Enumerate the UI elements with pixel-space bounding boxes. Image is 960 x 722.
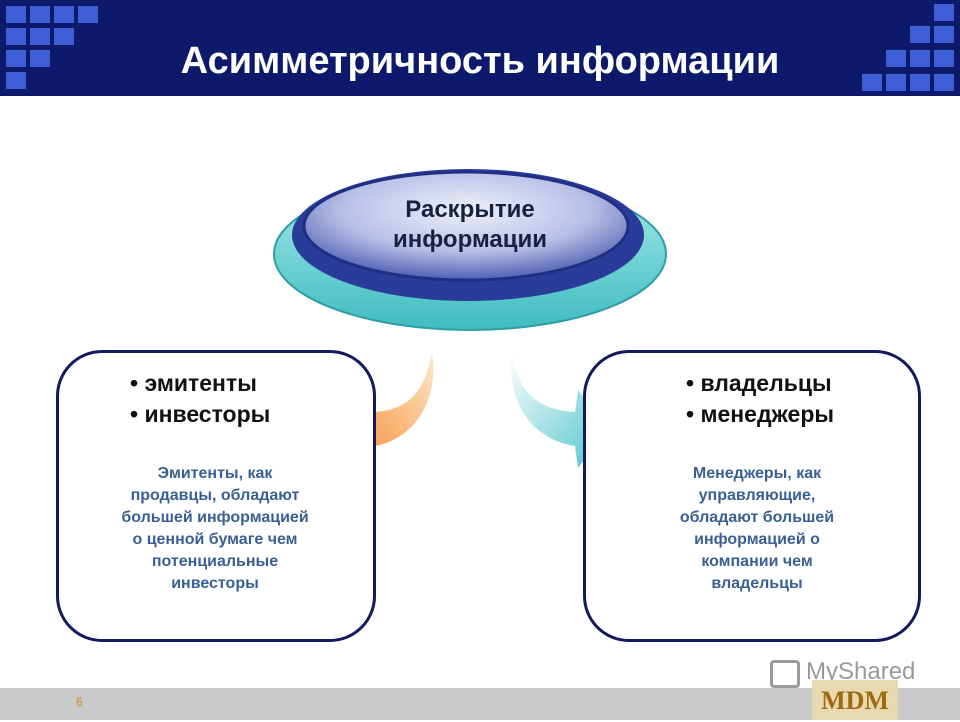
slide-title: Асимметричность информации [180, 40, 780, 82]
right-bullet-list: владельцы менеджеры [686, 368, 834, 430]
deco-square [30, 50, 50, 67]
list-item: менеджеры [686, 399, 834, 430]
deco-square [886, 74, 906, 91]
deco-square [934, 50, 954, 67]
deco-square [934, 26, 954, 43]
list-item: владельцы [686, 368, 834, 399]
central-oval [273, 169, 667, 331]
page-number: 6 [76, 695, 83, 709]
deco-square [910, 26, 930, 43]
deco-square [30, 6, 50, 23]
deco-square [54, 6, 74, 23]
description-line: владельцы [711, 575, 803, 592]
list-item: инвесторы [130, 399, 270, 430]
header-bar: Асимметричность информации [0, 0, 960, 96]
description-line: компании чем [701, 553, 813, 570]
right-box [583, 350, 921, 642]
description-line: инвесторы [171, 575, 259, 592]
description-line: продавцы, обладают [130, 487, 300, 504]
description-line: обладают большей [679, 509, 835, 526]
center-label-line: Раскрытие [405, 196, 535, 223]
description-line: потенциальные [151, 553, 279, 570]
deco-square [6, 28, 26, 45]
description-line: управляющие, [698, 487, 816, 504]
deco-square [910, 74, 930, 91]
watermark-icon [770, 660, 800, 688]
deco-square [6, 50, 26, 67]
deco-square [862, 74, 882, 91]
description-line: информацией о [694, 531, 820, 548]
deco-square [30, 28, 50, 45]
left-description: Эмитенты, как продавцы, обладают большей… [80, 463, 350, 595]
center-label: Раскрытие информации [340, 195, 600, 255]
deco-square [6, 6, 26, 23]
right-description: Менеджеры, как управляющие, обладают бол… [612, 463, 902, 595]
deco-square [934, 4, 954, 21]
deco-square [934, 74, 954, 91]
description-line: большей информацией [121, 509, 309, 526]
description-line: о ценной бумаге чем [132, 531, 298, 548]
deco-square [910, 50, 930, 67]
deco-square [54, 28, 74, 45]
left-bullet-list: эмитенты инвесторы [130, 368, 270, 430]
deco-square [886, 50, 906, 67]
description-line: Менеджеры, как [692, 465, 822, 482]
description-line: Эмитенты, как [157, 465, 273, 482]
list-item: эмитенты [130, 368, 270, 399]
deco-square [6, 72, 26, 89]
logo: MDM [812, 680, 898, 720]
deco-square [78, 6, 98, 23]
footer-bar [0, 688, 960, 720]
center-label-line: информации [393, 226, 547, 253]
